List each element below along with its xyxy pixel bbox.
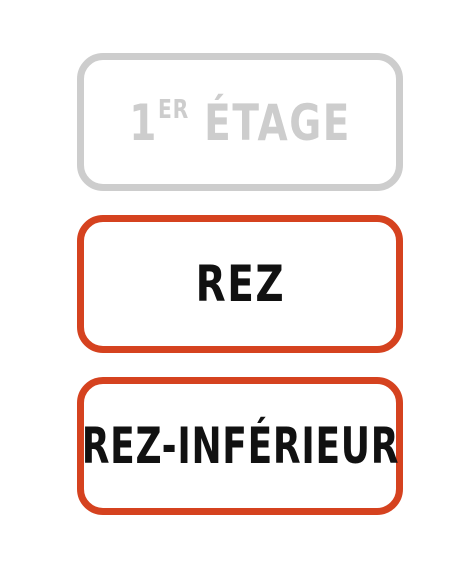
floor-button-rez-inferieur[interactable]: REZ-INFÉRIEUR: [77, 377, 403, 515]
floor-button-1er-etage: 1ER ÉTAGE: [77, 53, 403, 191]
floor-button-rez[interactable]: REZ: [77, 215, 403, 353]
floor-label-rez: REZ: [195, 255, 285, 313]
floor-ordinal-suffix: ER: [157, 94, 189, 125]
floor-label-1er-etage: 1ER ÉTAGE: [129, 97, 351, 148]
floor-number: 1: [129, 93, 158, 152]
floor-name: ÉTAGE: [204, 93, 351, 152]
floor-label-rez-inferieur: REZ-INFÉRIEUR: [81, 417, 399, 475]
